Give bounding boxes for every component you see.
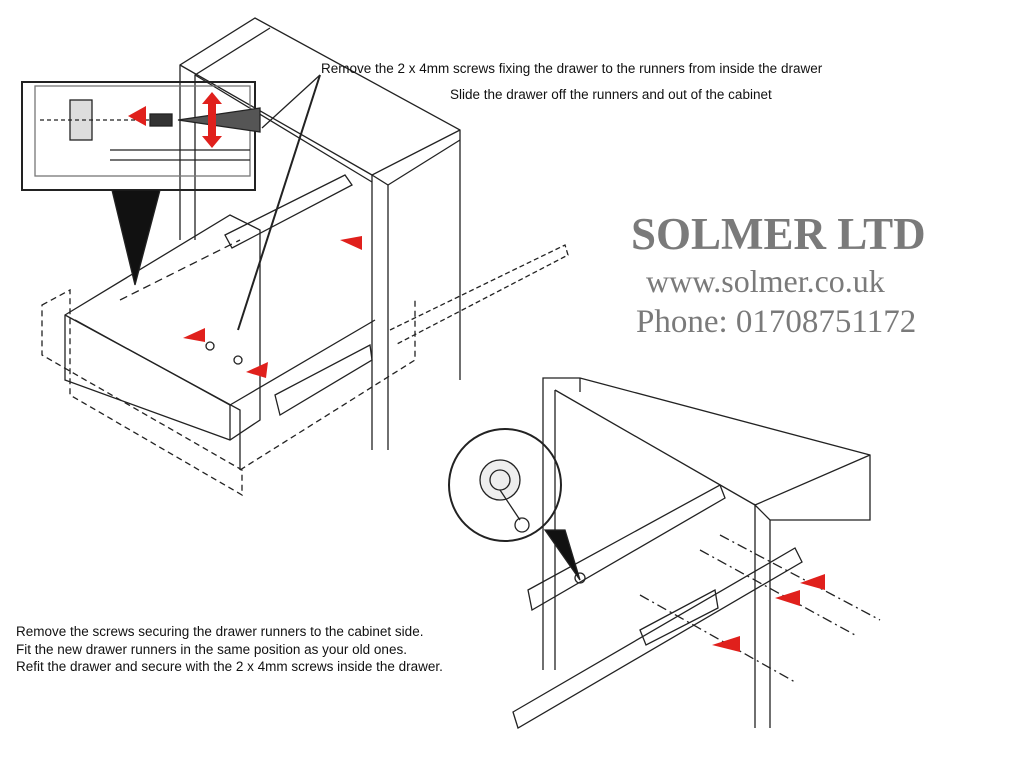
- arrow-icon: [128, 106, 146, 126]
- company-website: www.solmer.co.uk: [646, 263, 885, 299]
- screw-detail-inset: [21, 81, 261, 286]
- drawer: [41, 174, 569, 497]
- pointer-line: [237, 74, 321, 331]
- red-arrows: [128, 92, 825, 652]
- instruction-step1: Remove the 2 x 4mm screws fixing the dra…: [321, 61, 823, 76]
- company-name: SOLMER LTD: [631, 209, 926, 259]
- instruction-line: Refit the drawer and secure with the 2 x…: [16, 659, 443, 674]
- arrow-icon: [202, 92, 222, 104]
- company-phone: Phone: 01708751172: [636, 304, 917, 340]
- screw-hole-detail: [448, 428, 581, 581]
- instruction-step3: Remove the screws securing the drawer ru…: [16, 623, 443, 676]
- arrow-icon: [202, 136, 222, 148]
- instruction-line: Remove the screws securing the drawer ru…: [16, 624, 424, 639]
- arrow-icon: [208, 102, 216, 138]
- instruction-step2: Slide the drawer off the runners and out…: [450, 87, 772, 102]
- instruction-line: Fit the new drawer runners in the same p…: [16, 641, 407, 657]
- pointer-line: [261, 74, 321, 129]
- lower-cabinet: [512, 377, 881, 729]
